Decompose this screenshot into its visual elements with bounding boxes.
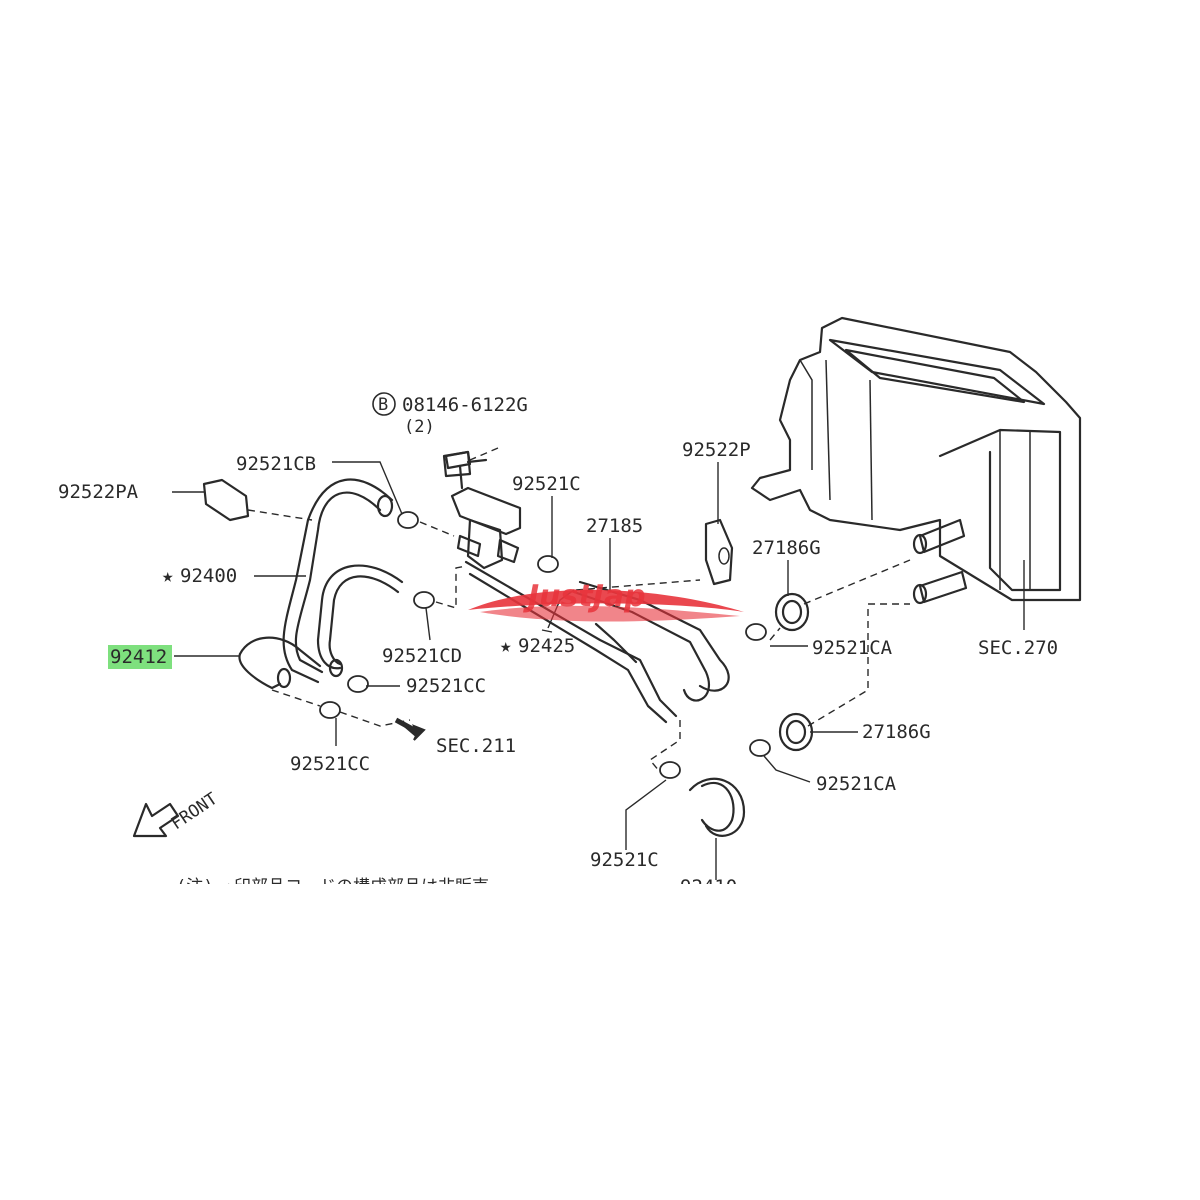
label-92521CC-bottom: 92521CC (290, 753, 370, 775)
label-92521CC-right: 92521CC (406, 675, 486, 697)
heater-unit-assembly (750, 316, 1082, 605)
label-27186G-top: 27186G (752, 537, 821, 559)
label-92425: 92425 (518, 635, 575, 657)
pipe-92425 (464, 560, 730, 724)
label-92522PA: 92522PA (58, 481, 139, 503)
sec211-arrow (394, 717, 426, 741)
bolt-badge-circle (372, 392, 396, 416)
label-92521CB: 92521CB (236, 453, 316, 475)
crop-mask-top (0, 0, 1200, 300)
label-bolt-qty: (2) (404, 417, 435, 437)
star-92400: ★ (162, 565, 173, 587)
labels: B 08146-6122G (2) 92521CB 92522PA 92521C… (58, 392, 1058, 898)
label-sec270: SEC.270 (978, 637, 1058, 659)
bolt-08146-6122G (442, 450, 488, 478)
label-27185: 27185 (586, 515, 643, 537)
watermark-logo: JustJap (468, 579, 744, 622)
label-27186G-bottom: 27186G (862, 721, 931, 743)
grommet-lower (778, 712, 814, 752)
label-92521C-bottom: 92521C (590, 849, 659, 871)
label-92521CD: 92521CD (382, 645, 462, 667)
label-08146-6122G: 08146-6122G (402, 394, 528, 416)
water-valve (444, 450, 522, 570)
svg-text:JustJap: JustJap (523, 579, 646, 614)
label-92521CA-top: 92521CA (812, 637, 893, 659)
part-highlight (108, 645, 172, 669)
label-92521C-top: 92521C (512, 473, 581, 495)
star-92425: ★ (500, 635, 511, 657)
label-front: FRONT (168, 789, 222, 834)
label-92400: 92400 (180, 565, 237, 587)
clip-92522P (704, 518, 734, 586)
grommet-upper (774, 592, 810, 632)
label-sec211: SEC.211 (436, 735, 516, 757)
label-92522P: 92522P (682, 439, 751, 461)
hose-92410 (688, 777, 746, 837)
clip-92522PA (202, 478, 250, 522)
hose-clamps (319, 511, 771, 779)
hose-92412 (238, 636, 322, 690)
label-92412: 92412 (110, 646, 167, 668)
crop-mask (0, 884, 1200, 1200)
bolt-badge: B (378, 395, 388, 415)
front-direction-arrow (132, 802, 180, 838)
label-92521CA-bottom: 92521CA (816, 773, 897, 795)
